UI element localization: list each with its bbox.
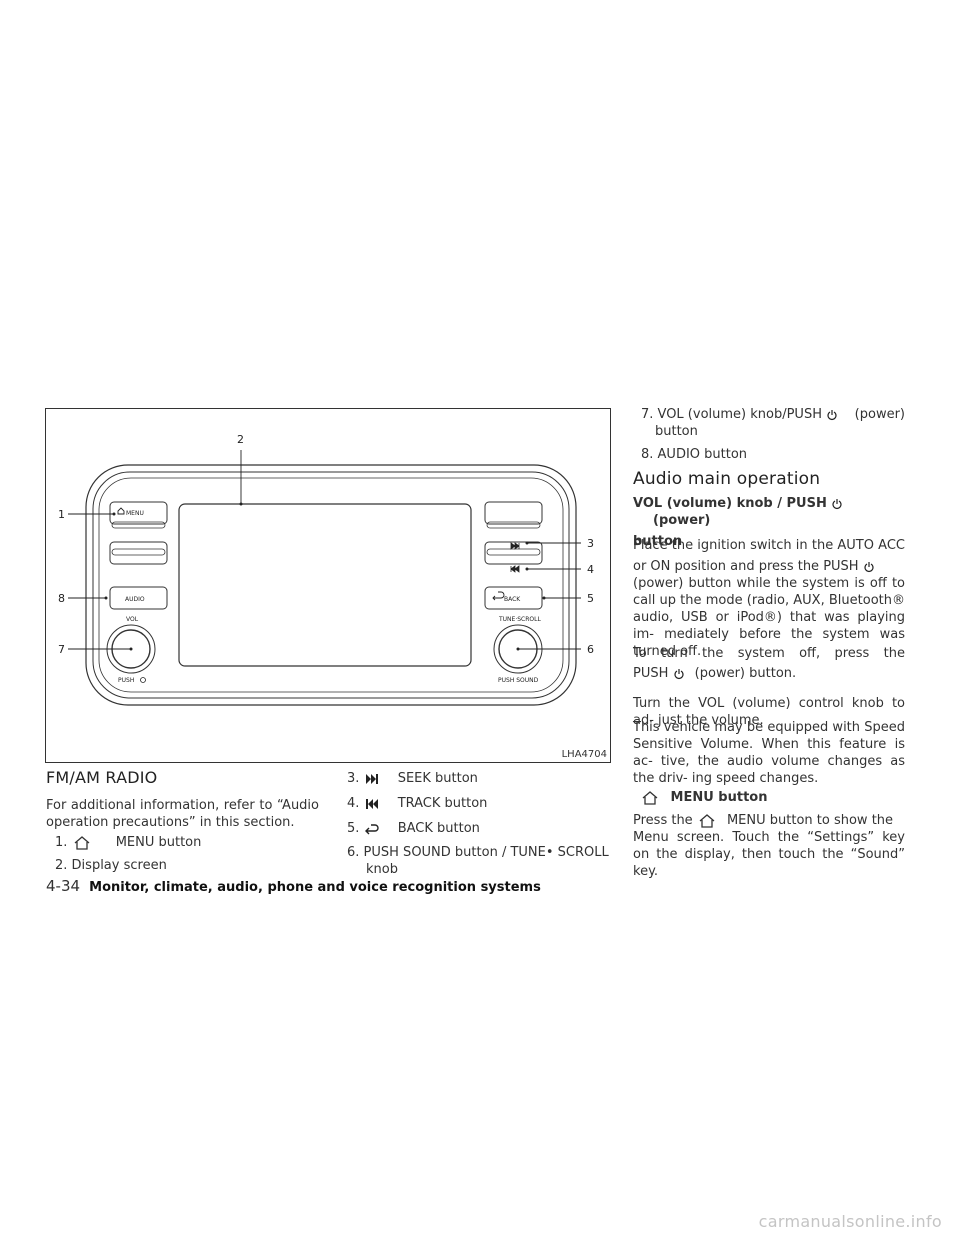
list-item-8: 8. AUDIO button xyxy=(641,447,748,462)
panel-label-vol: VOL xyxy=(126,616,139,623)
p5-text-b: MENU button to show the xyxy=(726,813,894,828)
p2-line2: PUSH (power) button. xyxy=(633,665,905,682)
item-number: 4. xyxy=(347,796,360,811)
paragraph-turn-off: To turn the system off, press the PUSH (… xyxy=(633,645,905,682)
p1-line1: Place the ignition switch in the AUTO AC… xyxy=(633,538,905,553)
panel-label-audio: AUDIO xyxy=(125,596,145,603)
paragraph-volume: Turn the VOL (volume) control knob to ad… xyxy=(633,696,905,728)
panel-label-push: PUSH xyxy=(118,677,134,684)
item7-continued: button xyxy=(655,424,698,439)
panel-label-back: BACK xyxy=(504,596,521,603)
item-number: 5. xyxy=(347,821,360,836)
item-label: SEEK button xyxy=(397,771,478,786)
seek-icon xyxy=(365,773,378,784)
back-icon xyxy=(364,823,379,834)
radio-panel-figure: MENU AUDIO BACK VOL PUSH TUNE·SCROLL PUS… xyxy=(45,408,611,763)
callout-5: 5 xyxy=(587,592,594,605)
item7-text-a: 7. VOL (volume) knob/PUSH xyxy=(641,407,822,422)
sub2-text: MENU button xyxy=(670,790,768,805)
p5-line1: Press the MENU button to show the xyxy=(633,812,905,829)
item-number: 6. xyxy=(347,845,360,860)
page-number: 4-34 xyxy=(46,877,81,895)
subheading-menu-button: MENU button xyxy=(640,789,768,806)
p2-line2-a: PUSH xyxy=(633,666,669,681)
list-item-2: 2. Display screen xyxy=(55,857,167,874)
item-label: Display screen xyxy=(71,858,167,873)
callout-8: 8 xyxy=(58,592,65,605)
item-label: PUSH SOUND button / TUNE• SCROLL xyxy=(363,845,609,860)
track-icon xyxy=(365,798,378,809)
callout-6: 6 xyxy=(587,643,594,656)
page-footer: 4-34 Monitor, climate, audio, phone and … xyxy=(46,876,541,895)
sub1-text-a: VOL (volume) knob / PUSH xyxy=(633,496,827,511)
panel-label-push-sound: PUSH SOUND xyxy=(498,677,539,684)
sub1-text-b: (power) xyxy=(653,513,711,528)
power-icon xyxy=(827,409,837,420)
item-number: 1. xyxy=(55,835,68,850)
power-icon xyxy=(673,668,684,679)
callout-7: 7 xyxy=(58,643,65,656)
paragraph-ignition: Place the ignition switch in the AUTO AC… xyxy=(633,537,905,660)
list-item-7: 7. VOL (volume) knob/PUSH (power) button xyxy=(641,406,905,440)
sub1-continued: button xyxy=(633,534,683,549)
home-icon xyxy=(642,790,658,805)
paragraph-speed-volume: This vehicle may be equipped with Speed … xyxy=(633,720,905,786)
p5-text-a: Press the xyxy=(633,813,693,828)
item-number: 2. xyxy=(55,858,68,873)
p1-rest: (power) button while the system is off t… xyxy=(633,576,905,659)
power-icon xyxy=(832,498,842,509)
list-item-1: 1. MENU button xyxy=(55,834,201,851)
p1-line2-text: or ON position and press the PUSH xyxy=(633,559,859,574)
watermark: carmanualsonline.info xyxy=(758,1212,942,1231)
p2-line2-b: (power) button. xyxy=(694,666,797,681)
item-label: TRACK button xyxy=(397,796,488,811)
p5-rest: Menu screen. Touch the “Settings” key on… xyxy=(633,830,905,879)
power-icon xyxy=(864,561,874,572)
item-label-continued: knob xyxy=(366,862,398,877)
callout-2: 2 xyxy=(237,433,244,446)
list-item-4: 4. TRACK button xyxy=(347,795,487,812)
item7-text-b: (power) xyxy=(854,407,905,422)
chapter-title: Monitor, climate, audio, phone and voice… xyxy=(89,880,541,895)
item-label: MENU button xyxy=(115,835,202,850)
item-label: BACK button xyxy=(397,821,480,836)
home-icon xyxy=(74,835,89,850)
figure-code: LHA4704 xyxy=(561,749,607,760)
panel-label-tune-scroll: TUNE·SCROLL xyxy=(498,616,541,623)
p1-line2: or ON position and press the PUSH xyxy=(633,558,905,575)
paragraph-menu: Press the MENU button to show the Menu s… xyxy=(633,812,905,880)
item-number: 3. xyxy=(347,771,360,786)
section-heading-audio-main: Audio main operation xyxy=(633,469,821,489)
callout-1: 1 xyxy=(58,508,65,521)
callout-4: 4 xyxy=(587,563,594,576)
list-item-6: 6. PUSH SOUND button / TUNE• SCROLL knob xyxy=(347,844,613,878)
radio-panel-diagram: MENU AUDIO BACK VOL PUSH TUNE·SCROLL PUS… xyxy=(58,433,594,706)
list-item-3: 3. SEEK button xyxy=(347,770,478,787)
p2-line1: To turn the system off, press the xyxy=(633,646,905,661)
section-heading-fm-am: FM/AM RADIO xyxy=(46,768,158,787)
intro-paragraph: For additional information, refer to “Au… xyxy=(46,798,319,830)
panel-label-menu: MENU xyxy=(126,510,144,517)
list-item-5: 5. BACK button xyxy=(347,820,480,837)
subheading-vol-knob: VOL (volume) knob / PUSH (power) button xyxy=(633,495,905,550)
home-icon xyxy=(699,813,715,828)
callout-3: 3 xyxy=(587,537,594,550)
